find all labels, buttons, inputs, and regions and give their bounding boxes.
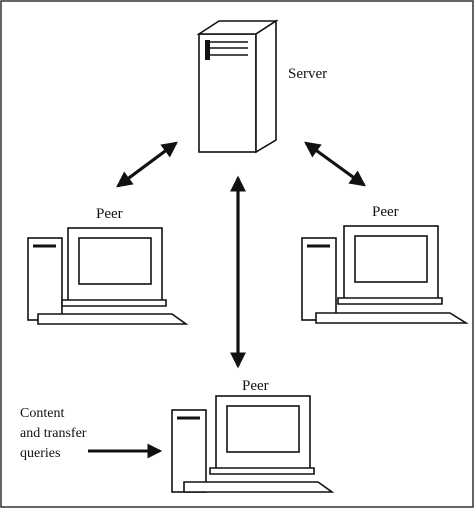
desktop-computer-icon (301, 225, 469, 324)
peer-left-computer (27, 227, 189, 325)
desktop-computer-icon (27, 227, 189, 325)
query-label-line1: Content (20, 406, 64, 421)
peer-right-label: Peer (372, 204, 399, 220)
server-tower-icon (196, 19, 279, 154)
query-label-line3: queries (20, 446, 60, 461)
peer-right-computer (301, 225, 469, 324)
peer-left-label: Peer (96, 206, 123, 222)
desktop-computer-icon (171, 395, 335, 493)
arrow-server-peer-left (116, 141, 178, 188)
server-label: Server (288, 66, 327, 82)
query-label-line2: and transfer (20, 426, 87, 441)
arrow-server-peer-right (304, 141, 366, 187)
peer-bottom-computer (171, 395, 335, 493)
peer-bottom-label: Peer (242, 378, 269, 394)
